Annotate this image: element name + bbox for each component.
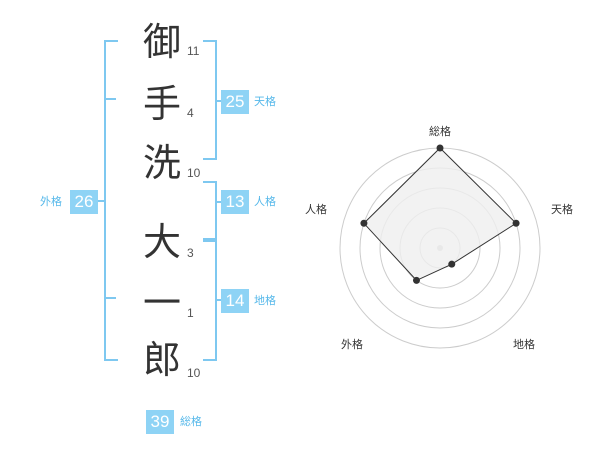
gaikaku-bracket-tick-upper <box>104 98 116 100</box>
name-char-6: 郎 <box>142 338 181 382</box>
tenkaku-badge: 25 <box>221 90 249 114</box>
soukaku-badge: 39 <box>146 410 174 434</box>
jinkaku-label: 人格 <box>254 195 276 208</box>
stroke-count-4: 3 <box>187 246 194 260</box>
radar-label-soukaku: 総格 <box>429 125 451 138</box>
stroke-count-1: 11 <box>187 44 200 58</box>
stroke-count-5: 1 <box>187 306 194 320</box>
name-char-1: 御 <box>142 20 181 64</box>
stroke-count-6: 10 <box>187 366 201 380</box>
stroke-count-3: 10 <box>187 166 201 180</box>
radar-point-2 <box>512 219 520 227</box>
radar-label-chikaku: 地格 <box>513 338 535 351</box>
name-char-3: 洗 <box>142 141 181 185</box>
stroke-count-2: 4 <box>187 106 194 120</box>
gaikaku-bracket-tick-lower <box>104 297 116 299</box>
gaikaku-connector <box>98 200 106 202</box>
name-char-5: 一 <box>142 281 181 325</box>
jinkaku-connector <box>215 201 223 203</box>
radar-point-3 <box>448 260 456 268</box>
radar-point-4 <box>412 276 420 284</box>
gaikaku-badge: 26 <box>70 190 98 214</box>
jinkaku-bracket <box>203 181 217 240</box>
radar-point-5 <box>360 219 368 227</box>
gaikaku-label: 外格 <box>40 195 62 208</box>
chikaku-badge: 14 <box>221 289 249 313</box>
name-char-2: 手 <box>142 82 181 126</box>
radar-value-polygon <box>363 147 517 282</box>
name-char-4: 大 <box>142 220 181 264</box>
radar-label-tenkaku: 天格 <box>551 203 573 216</box>
radar-point-1 <box>436 144 444 152</box>
radar-label-gaikaku: 外格 <box>341 338 363 351</box>
tenkaku-label: 天格 <box>254 95 276 108</box>
chikaku-label: 地格 <box>254 294 276 307</box>
jinkaku-badge: 13 <box>221 190 249 214</box>
radar-label-jinkaku: 人格 <box>305 203 327 216</box>
chikaku-connector <box>215 299 223 301</box>
tenkaku-connector <box>215 100 223 102</box>
soukaku-label: 総格 <box>180 415 202 428</box>
